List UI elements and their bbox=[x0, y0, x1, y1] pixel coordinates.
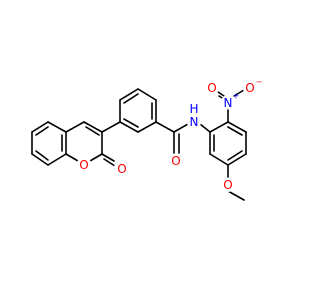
atom-o-nitro-b: O bbox=[205, 81, 219, 95]
bond bbox=[89, 153, 103, 162]
bond bbox=[137, 121, 157, 133]
bond bbox=[217, 91, 225, 97]
bond bbox=[155, 121, 175, 133]
bond bbox=[31, 121, 49, 133]
atom-labels: O O O N H N + O − O O bbox=[77, 78, 263, 192]
bond bbox=[35, 126, 49, 136]
bond bbox=[227, 150, 243, 161]
atom-label: O bbox=[79, 158, 88, 172]
bond bbox=[123, 118, 139, 128]
bond bbox=[227, 121, 247, 133]
atom-charge: + bbox=[233, 92, 240, 101]
atom-o-methoxy: O bbox=[221, 178, 235, 192]
bond bbox=[209, 121, 229, 133]
atom-o-nitro-a: O − bbox=[243, 78, 263, 95]
atom-label: O bbox=[223, 178, 232, 192]
atom-label: O bbox=[117, 162, 126, 176]
bond bbox=[31, 153, 49, 166]
atom-label: N bbox=[224, 96, 233, 110]
bond bbox=[119, 88, 139, 101]
bond bbox=[85, 126, 100, 136]
bond bbox=[119, 121, 139, 133]
bond bbox=[103, 158, 116, 167]
atom-n-nitro: N + bbox=[221, 92, 240, 110]
atom-label: O bbox=[171, 154, 180, 168]
atom-label: O bbox=[245, 81, 254, 95]
atom-n-amide: N H bbox=[187, 102, 201, 129]
atom-label: N bbox=[190, 115, 199, 129]
bond bbox=[65, 153, 79, 162]
bond bbox=[123, 93, 139, 104]
bond bbox=[233, 89, 245, 97]
molecule-structure: O O O N H N + O − O O bbox=[31, 78, 263, 201]
atom-label: H bbox=[189, 102, 198, 116]
bonds bbox=[31, 88, 247, 201]
bond bbox=[173, 123, 189, 133]
atom-o-lactone: O bbox=[114, 161, 128, 176]
bond bbox=[101, 153, 115, 162]
bond bbox=[47, 121, 67, 133]
bond bbox=[101, 121, 121, 133]
bond bbox=[227, 190, 245, 201]
atom-label: O bbox=[207, 81, 216, 95]
bond bbox=[227, 153, 247, 166]
bond bbox=[83, 121, 103, 133]
atom-charge: − bbox=[256, 78, 263, 87]
bond bbox=[209, 153, 229, 166]
bond bbox=[137, 88, 157, 101]
atom-o-ring: O bbox=[77, 157, 91, 172]
bond bbox=[199, 123, 211, 133]
bond bbox=[227, 126, 243, 136]
bond bbox=[35, 150, 49, 161]
bond bbox=[65, 121, 85, 133]
bond bbox=[47, 153, 67, 166]
atom-o-amide: O bbox=[169, 154, 183, 168]
